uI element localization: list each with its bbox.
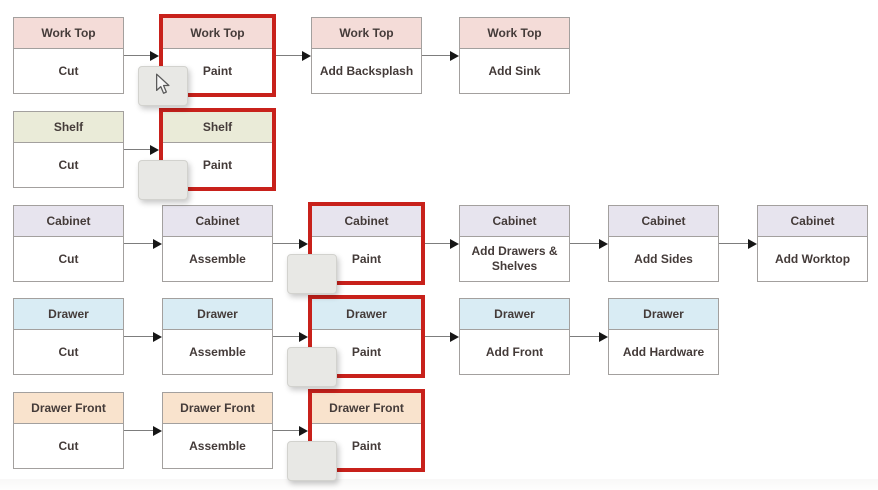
step-action-label: Cut — [58, 63, 79, 78]
drag-ghost[interactable] — [287, 441, 337, 481]
step-category-label: Drawer Front — [163, 393, 272, 424]
step-action-label: Add Worktop — [774, 251, 851, 266]
drag-ghost[interactable] — [138, 160, 188, 200]
step-category-label: Drawer — [14, 299, 123, 330]
step-action-label: Add Hardware — [622, 344, 705, 359]
flow-arrow-head — [599, 332, 608, 342]
flow-arrow-head — [153, 426, 162, 436]
step-category-label: Cabinet — [14, 206, 123, 237]
step-action-label: Add Sides — [634, 251, 693, 266]
step-action-label: Paint — [351, 251, 382, 266]
flow-arrow-head — [450, 51, 459, 61]
step-category-label: Cabinet — [758, 206, 867, 237]
step-action-label: Paint — [351, 344, 382, 359]
step-category-label: Cabinet — [609, 206, 718, 237]
bottom-fade — [0, 479, 878, 490]
step-action-label: Add Front — [485, 344, 544, 359]
flow-arrow-head — [299, 332, 308, 342]
step-category-label: Drawer Front — [312, 393, 421, 424]
step-category-label: Drawer — [312, 299, 421, 330]
flow-arrow-head — [150, 51, 159, 61]
flow-arrow-line — [124, 149, 151, 150]
flow-arrow-head — [150, 145, 159, 155]
flow-arrow-head — [450, 332, 459, 342]
step-category-label: Shelf — [163, 112, 272, 143]
step-action-label: Add Drawers & Shelves — [471, 244, 558, 273]
flow-arrow-head — [299, 426, 308, 436]
flow-arrow-line — [273, 243, 300, 244]
flow-arrow-line — [124, 336, 154, 337]
flow-arrow-line — [570, 243, 600, 244]
flow-arrow-line — [273, 336, 300, 337]
step-category-label: Drawer — [460, 299, 569, 330]
flow-arrow-line — [719, 243, 749, 244]
flow-arrow-line — [124, 430, 154, 431]
step-action-label: Assemble — [189, 438, 246, 453]
flow-arrow-head — [153, 239, 162, 249]
step-category-label: Cabinet — [312, 206, 421, 237]
flow-arrow-line — [124, 55, 151, 56]
flow-arrow-head — [748, 239, 757, 249]
step-category-label: Shelf — [14, 112, 123, 143]
step-category-label: Drawer — [163, 299, 272, 330]
flow-arrow-line — [276, 55, 303, 56]
drag-ghost[interactable] — [287, 347, 337, 387]
flow-arrow-line — [422, 55, 451, 56]
flow-arrow-line — [425, 243, 451, 244]
step-action-label: Cut — [58, 251, 79, 266]
step-action-label: Cut — [58, 438, 79, 453]
flow-arrow-head — [153, 332, 162, 342]
mouse-cursor — [155, 73, 171, 100]
step-action-label: Paint — [202, 63, 233, 78]
step-category-label: Cabinet — [460, 206, 569, 237]
step-category-label: Work Top — [312, 18, 421, 49]
step-category-label: Drawer Front — [14, 393, 123, 424]
flow-arrow-head — [450, 239, 459, 249]
flow-arrow-head — [299, 239, 308, 249]
flow-arrow-line — [425, 336, 451, 337]
drag-ghost[interactable] — [287, 254, 337, 294]
step-action-label: Assemble — [189, 251, 246, 266]
step-action-label: Cut — [58, 344, 79, 359]
step-action-label: Assemble — [189, 344, 246, 359]
step-action-label: Cut — [58, 157, 79, 172]
step-action-label: Add Backsplash — [319, 63, 414, 78]
step-action-label: Paint — [202, 157, 233, 172]
step-category-label: Cabinet — [163, 206, 272, 237]
step-category-label: Drawer — [609, 299, 718, 330]
flow-arrow-head — [599, 239, 608, 249]
flow-arrow-line — [570, 336, 600, 337]
flow-arrow-line — [273, 430, 300, 431]
flow-arrow-line — [124, 243, 154, 244]
flow-arrow-head — [302, 51, 311, 61]
step-category-label: Work Top — [14, 18, 123, 49]
step-category-label: Work Top — [460, 18, 569, 49]
step-action-label: Paint — [351, 438, 382, 453]
step-action-label: Add Sink — [488, 63, 541, 78]
step-category-label: Work Top — [163, 18, 272, 49]
